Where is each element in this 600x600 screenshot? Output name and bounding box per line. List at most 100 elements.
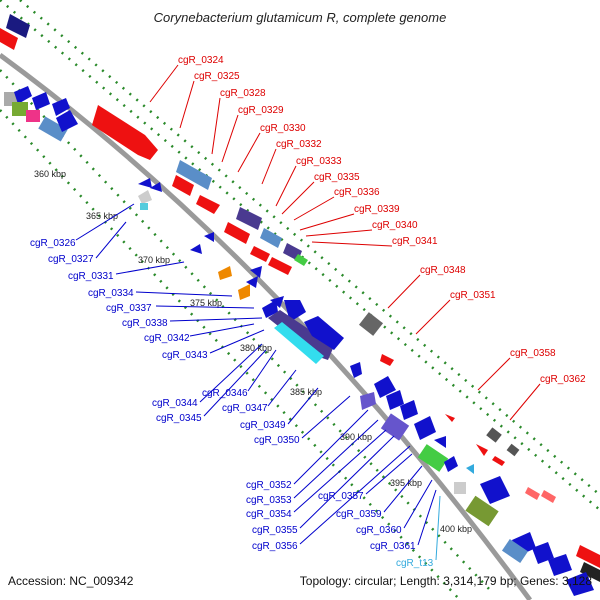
gene-arrow-reverse (360, 392, 376, 410)
gene-label: cgR_0342 (144, 333, 190, 344)
gene-label: cgR_0361 (370, 541, 416, 552)
gene-label: cgR_0332 (276, 139, 322, 150)
gene-label: cgR_0340 (372, 220, 418, 231)
reverse-strand-features (4, 86, 594, 596)
gene-box-reverse (501, 539, 529, 563)
gene-label: cgR_0331 (68, 271, 114, 282)
gene-arrow-forward (580, 562, 600, 582)
gene-arrow-forward (196, 195, 220, 214)
gene-arrow-reverse (350, 362, 362, 378)
gene-label: cgR_0324 (178, 55, 224, 66)
gene-arrow-reverse (270, 296, 284, 308)
gene-arrow-forward (172, 175, 194, 196)
gene-box-reverse (26, 110, 40, 122)
gene-box-reverse (38, 116, 68, 142)
forward-strand-features (0, 14, 600, 582)
gene-arrow-reverse (480, 476, 510, 504)
gene-arrow-reverse (138, 190, 152, 204)
scale-labels: 360 kbp 365 kbp 370 kbp 375 kbp 380 kbp … (34, 169, 472, 534)
gene-arrow-reverse (262, 300, 278, 318)
gene-box-forward (506, 443, 520, 457)
gene-label: cgR_0343 (162, 350, 208, 361)
gene-arrow-reverse (56, 110, 78, 132)
gene-arrow-reverse (374, 376, 396, 398)
scale-label: 385 kbp (290, 387, 322, 397)
gene-label: cgR_0356 (252, 541, 298, 552)
gene-arrow-forward (176, 160, 212, 190)
gene-label: cgR_0345 (156, 413, 202, 424)
gene-label: cgR_0350 (254, 435, 300, 446)
gene-label: cgR_0346 (202, 388, 248, 399)
gene-box-forward (358, 312, 384, 336)
gene-arrow-forward (525, 487, 540, 500)
gene-label: cgR_0347 (222, 403, 268, 414)
gene-label: cgR_0344 (152, 398, 198, 409)
gene-label: cgR_0354 (246, 509, 292, 520)
gene-label: cgR_0357 (318, 491, 364, 502)
gene-label: cgR_0326 (30, 238, 76, 249)
gene-arrow-forward (445, 414, 455, 422)
gene-arrow-reverse (138, 178, 152, 188)
gene-arrow-forward (236, 207, 262, 230)
gene-arrow-forward (268, 257, 292, 275)
gene-label: cgR_0338 (122, 318, 168, 329)
gene-box-reverse (140, 203, 148, 210)
gene-arrow-reverse (414, 416, 436, 440)
gene-arrow-reverse (246, 276, 258, 288)
gene-arrow-reverse (204, 232, 214, 242)
gene-arrow-reverse (150, 182, 162, 192)
gene-box-reverse (417, 444, 449, 472)
gene-box-forward (486, 427, 502, 443)
scale-label: 365 kbp (86, 211, 118, 221)
gene-label: cgR_0348 (420, 265, 466, 276)
gene-box-reverse (12, 102, 28, 116)
gene-box-reverse (465, 495, 499, 527)
gene-label: cgR_0358 (510, 348, 556, 359)
gene-arrow-forward (576, 545, 600, 568)
scale-label: 380 kbp (240, 343, 272, 353)
gene-arrow-reverse (566, 572, 594, 596)
map-title: Corynebacterium glutamicum R, complete g… (153, 10, 447, 25)
forward-gene-labels: cgR_0324 cgR_0325 cgR_0328 cgR_0329 cgR_… (149, 55, 586, 421)
gene-label: cgR_0339 (354, 204, 400, 215)
gene-label: cgR_0330 (260, 123, 306, 134)
genome-stats-label: Topology: circular; Length: 3,314,179 bp… (299, 574, 592, 588)
gene-arrow-forward (294, 254, 308, 266)
scale-label: 370 kbp (138, 255, 170, 265)
gene-arrow-reverse (386, 390, 404, 410)
gene-arrow-forward (92, 105, 158, 160)
gene-arrow-reverse (52, 98, 70, 116)
gene-arrow-reverse (238, 284, 250, 300)
inner-guide-line-reverse (0, 69, 491, 591)
gene-label: cgR_0327 (48, 254, 94, 265)
gene-label: cgR_0353 (246, 495, 292, 506)
gene-label: cgR_0360 (356, 525, 402, 536)
gene-label: cgR_0355 (252, 525, 298, 536)
gene-arrow-reverse (434, 436, 446, 448)
gene-label: cgR_0359 (336, 509, 382, 520)
scale-label: 360 kbp (34, 169, 66, 179)
gene-box-reverse (380, 413, 410, 441)
gene-label: cgR_0337 (106, 303, 152, 314)
gene-label: cgR_0351 (450, 290, 496, 301)
gene-arrow-forward (224, 222, 250, 244)
gene-arrow-reverse (218, 266, 232, 280)
gene-label: cgR_0336 (334, 187, 380, 198)
gene-arrow-reverse (548, 554, 572, 576)
gene-arrow-reverse (250, 266, 262, 278)
gene-arrow-reverse (400, 400, 418, 420)
gene-arrow-forward (0, 28, 18, 50)
gene-arrow-forward (541, 490, 556, 503)
gene-arrow-forward (476, 444, 488, 456)
gene-label: cgR_0362 (540, 374, 586, 385)
gene-arrow-forward (250, 246, 270, 262)
gene-arrow-forward (6, 14, 30, 38)
gene-arrow-reverse (466, 464, 474, 474)
scale-label: 395 kbp (390, 478, 422, 488)
scale-label: 390 kbp (340, 432, 372, 442)
gene-label: cgR_0325 (194, 71, 240, 82)
gene-arrow-reverse (14, 86, 32, 104)
